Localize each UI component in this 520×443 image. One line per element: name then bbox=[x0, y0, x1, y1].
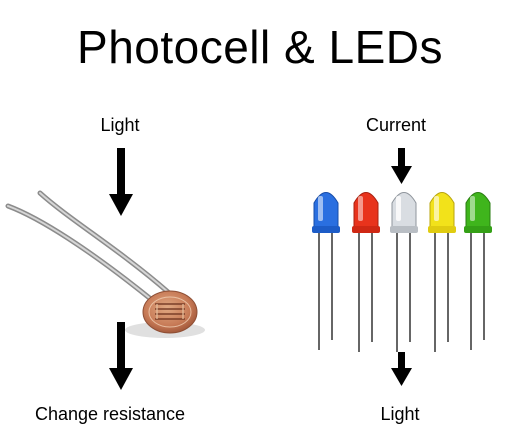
led-output-label: Light bbox=[380, 404, 420, 424]
photocell-illustration bbox=[5, 190, 205, 338]
led-input-label: Current bbox=[365, 115, 427, 135]
photocell-output-label: Change resistance bbox=[34, 404, 186, 424]
led-white bbox=[390, 192, 418, 352]
photocell-output-arrow bbox=[109, 322, 133, 390]
led-blue bbox=[312, 192, 340, 350]
led-output-arrow bbox=[391, 352, 412, 386]
page-title: Photocell & LEDs bbox=[77, 21, 443, 73]
led-yellow bbox=[428, 192, 456, 352]
led-row bbox=[312, 192, 492, 352]
photocell-input-label: Light bbox=[100, 115, 140, 135]
photocell-input-arrow bbox=[109, 148, 133, 216]
led-input-arrow bbox=[391, 148, 412, 184]
led-green bbox=[464, 192, 492, 350]
led-red bbox=[352, 192, 380, 352]
